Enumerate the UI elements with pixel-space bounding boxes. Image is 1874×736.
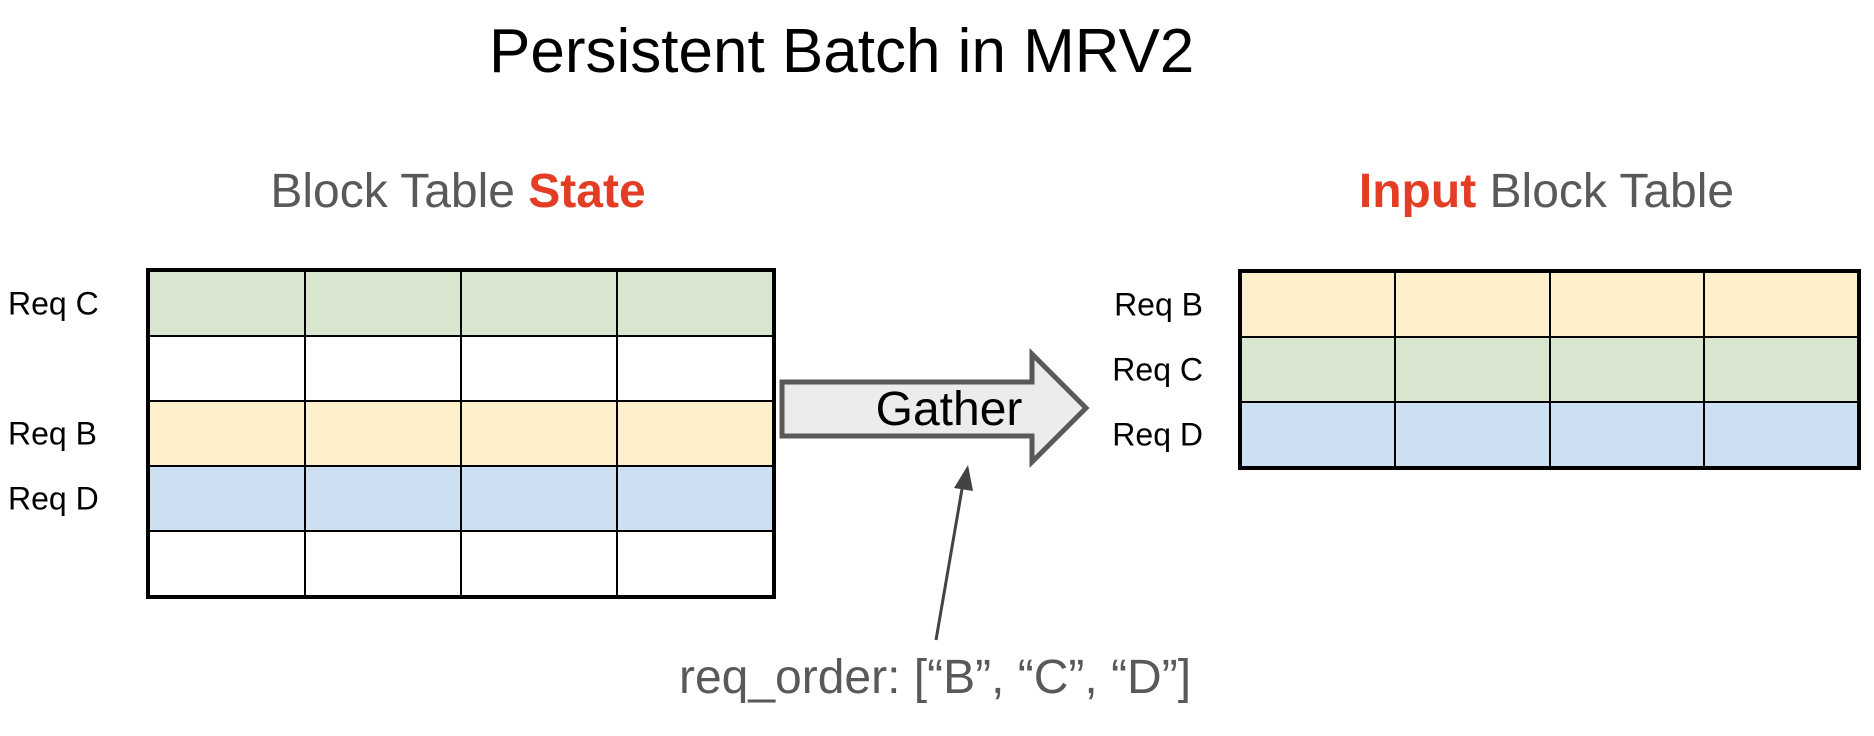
table-cell <box>149 401 305 466</box>
table-cell <box>149 336 305 401</box>
table-cell <box>1703 272 1858 337</box>
table-cell <box>149 531 305 596</box>
row-label: Req B <box>8 415 97 451</box>
table-cell <box>1703 337 1858 402</box>
table-row: Req C <box>8 271 773 336</box>
table-cell <box>1241 272 1396 337</box>
table-cell <box>461 336 617 401</box>
table-cell <box>1549 337 1704 402</box>
table-cell <box>617 271 773 336</box>
table-cell <box>1549 272 1704 337</box>
table-cell <box>1395 337 1550 402</box>
table-cell <box>305 336 461 401</box>
state-heading-plain: Block Table <box>270 165 529 218</box>
state-heading-highlight: State <box>528 165 646 218</box>
table-cell <box>617 401 773 466</box>
table-cell <box>1549 402 1704 467</box>
state-block-table: Req C Req B Req D <box>8 268 776 599</box>
input-heading-plain: Block Table <box>1476 165 1735 218</box>
state-table-heading: Block Table State <box>146 164 770 220</box>
table-row: Req D <box>1112 402 1858 467</box>
table-cell <box>617 466 773 531</box>
table-row <box>149 336 773 401</box>
row-label: Req C <box>8 285 99 321</box>
table-row: Req B <box>1114 272 1858 337</box>
table-cell <box>149 466 305 531</box>
page-title: Persistent Batch in MRV2 <box>489 17 1195 86</box>
annotation-arrow-line <box>934 488 964 641</box>
req-order-annotation: req_order: [“B”, “C”, “D”] <box>678 651 1192 704</box>
table-cell <box>617 531 773 596</box>
table-cell <box>461 466 617 531</box>
row-label: Req D <box>8 480 99 516</box>
table-cell <box>305 531 461 596</box>
table-row <box>149 531 773 596</box>
gather-arrow-label: Gather <box>875 382 1023 436</box>
table-cell <box>1241 402 1396 467</box>
table-row: Req C <box>1112 337 1858 402</box>
table-row: Req D <box>8 466 773 531</box>
table-cell <box>617 336 773 401</box>
table-cell <box>1241 337 1396 402</box>
table-cell <box>305 271 461 336</box>
table-cell <box>461 531 617 596</box>
row-label: Req C <box>1112 351 1203 387</box>
input-block-table: Req B Req C Req D <box>1112 269 1861 470</box>
table-cell <box>305 401 461 466</box>
input-table-heading: Input Block Table <box>1238 164 1855 220</box>
table-cell <box>305 466 461 531</box>
table-cell <box>1703 402 1858 467</box>
input-heading-highlight: Input <box>1358 165 1477 218</box>
table-cell <box>1395 272 1550 337</box>
table-row: Req B <box>8 401 773 466</box>
table-cell <box>149 271 305 336</box>
row-label: Req B <box>1114 286 1203 322</box>
annotation-arrow-head <box>954 465 973 491</box>
table-cell <box>461 401 617 466</box>
table-cell <box>461 271 617 336</box>
table-cell <box>1395 402 1550 467</box>
row-label: Req D <box>1112 416 1203 452</box>
